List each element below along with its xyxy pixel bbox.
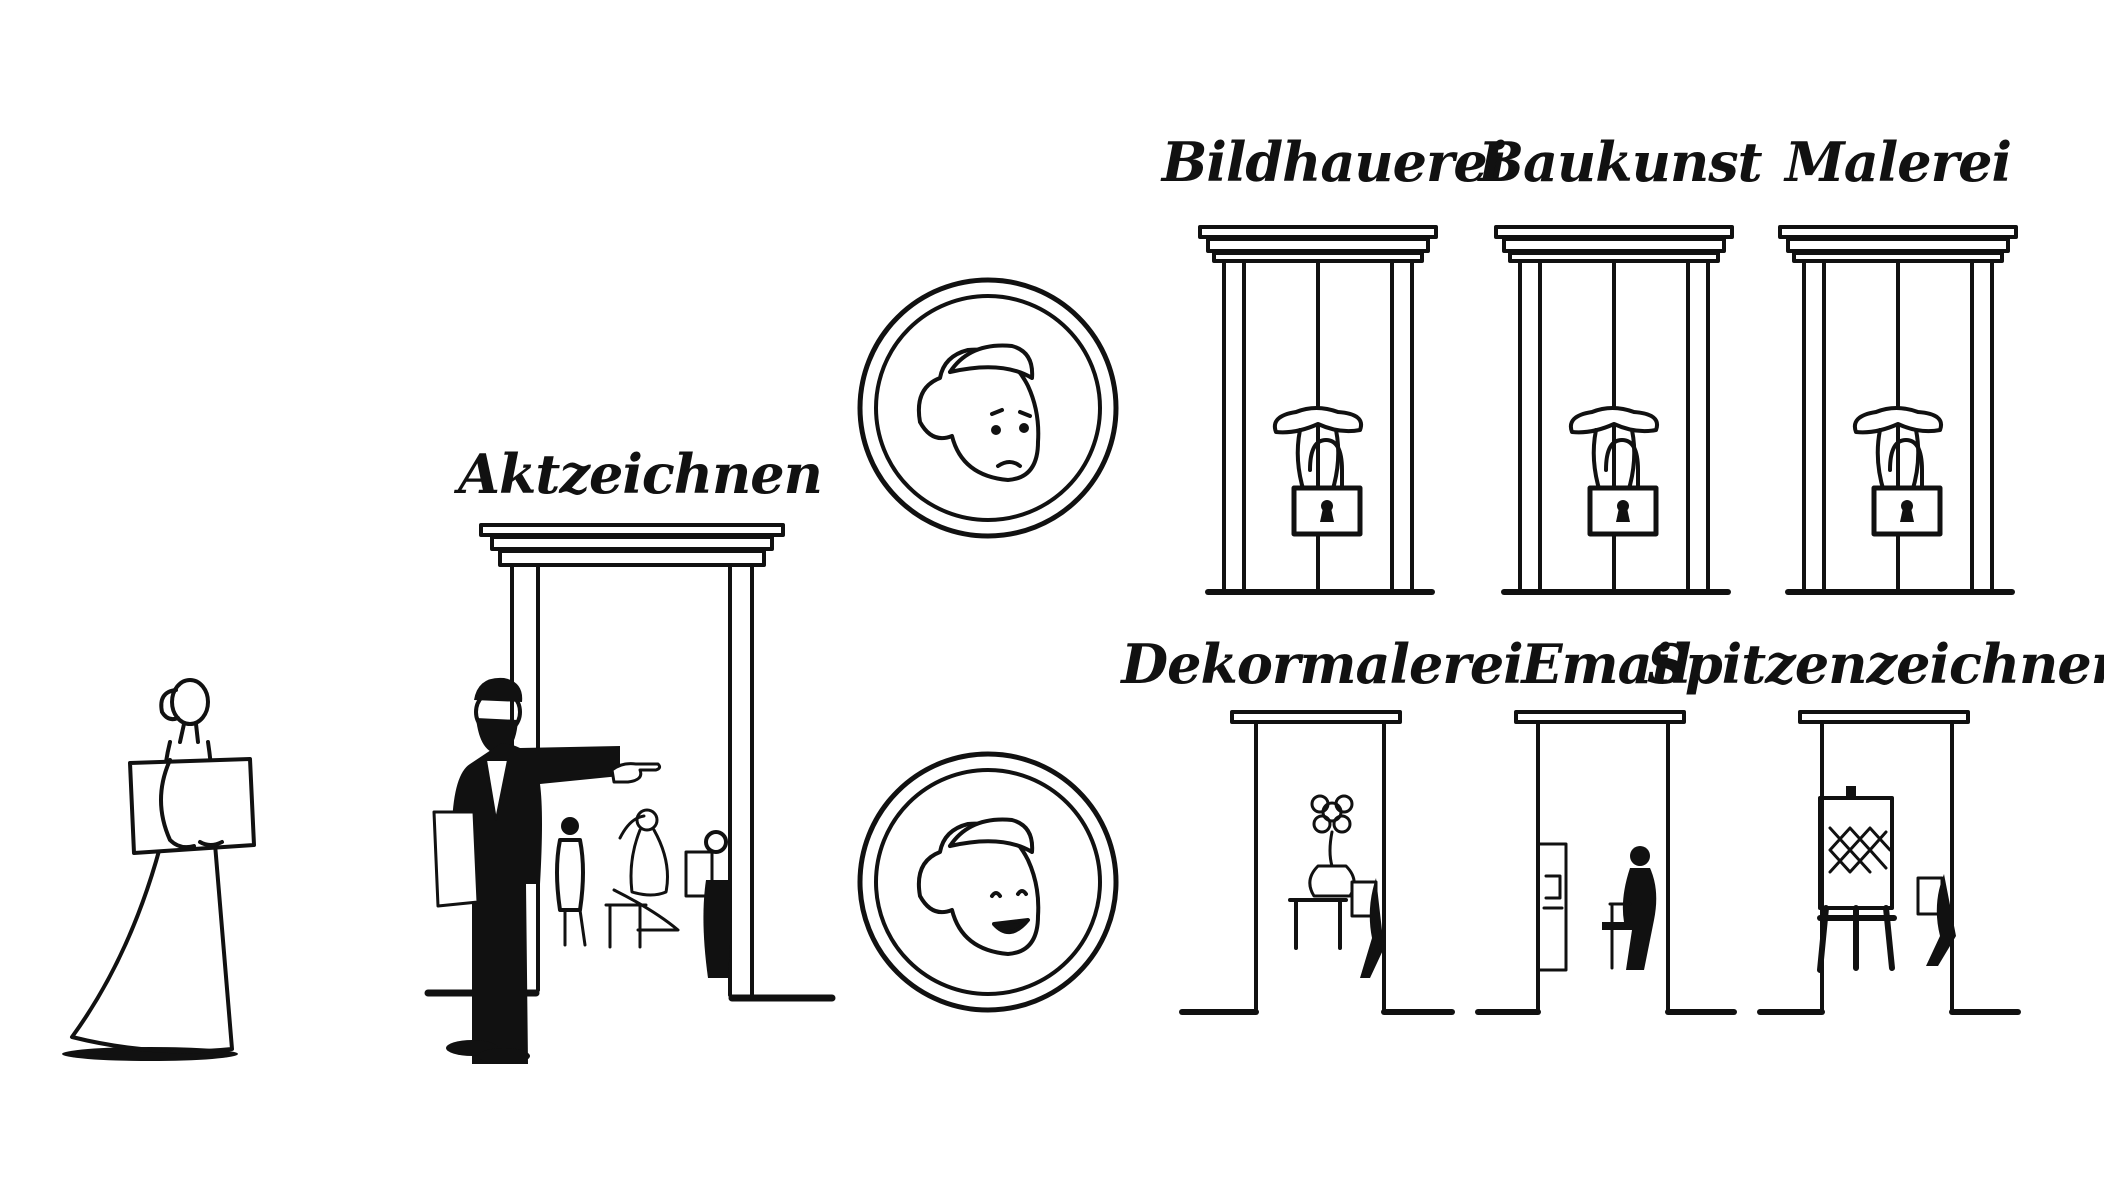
open-door-dekormalerei (1179, 710, 1455, 1015)
open-door-spitzenzeichnen (1757, 710, 2021, 1015)
stool (604, 903, 648, 949)
label-bildhauerei: Bildhauerei (1161, 130, 1508, 194)
label-dekormalerei: Dekormalerei (1121, 632, 1523, 696)
happy-face-icon (857, 751, 1119, 1013)
student-figure (1916, 874, 1956, 966)
label-malerei: Malerei (1785, 130, 2012, 194)
student-figure (1350, 878, 1384, 978)
label-aktzeichnen: Aktzeichnen (458, 442, 823, 506)
padlock-icon (1853, 406, 1943, 537)
padlock-icon (1569, 406, 1659, 537)
student-left-figure (555, 817, 587, 947)
man-pointing-figure (432, 677, 662, 1064)
locked-door-baukunst (1494, 225, 1734, 595)
open-door-email (1475, 710, 1737, 1015)
locked-door-bildhauerei (1198, 225, 1438, 595)
padlock-icon (1273, 406, 1363, 537)
label-spitzenzeichnen: Spitzenzeichnen (1646, 632, 2104, 696)
sad-face-icon (857, 277, 1119, 539)
student-right-figure (684, 830, 732, 978)
nude-model-figure (612, 808, 680, 932)
kiln-icon (1536, 842, 1568, 972)
locked-door-malerei (1778, 225, 2018, 595)
door-aktzeichnen (424, 523, 836, 1002)
easel-icon (1817, 786, 1897, 973)
student-figure (1602, 846, 1657, 970)
label-baukunst: Baukunst (1478, 130, 1762, 194)
woman-figure (62, 678, 256, 1061)
flower-vase-icon (1288, 794, 1356, 950)
label-email: Email (1521, 632, 1691, 696)
